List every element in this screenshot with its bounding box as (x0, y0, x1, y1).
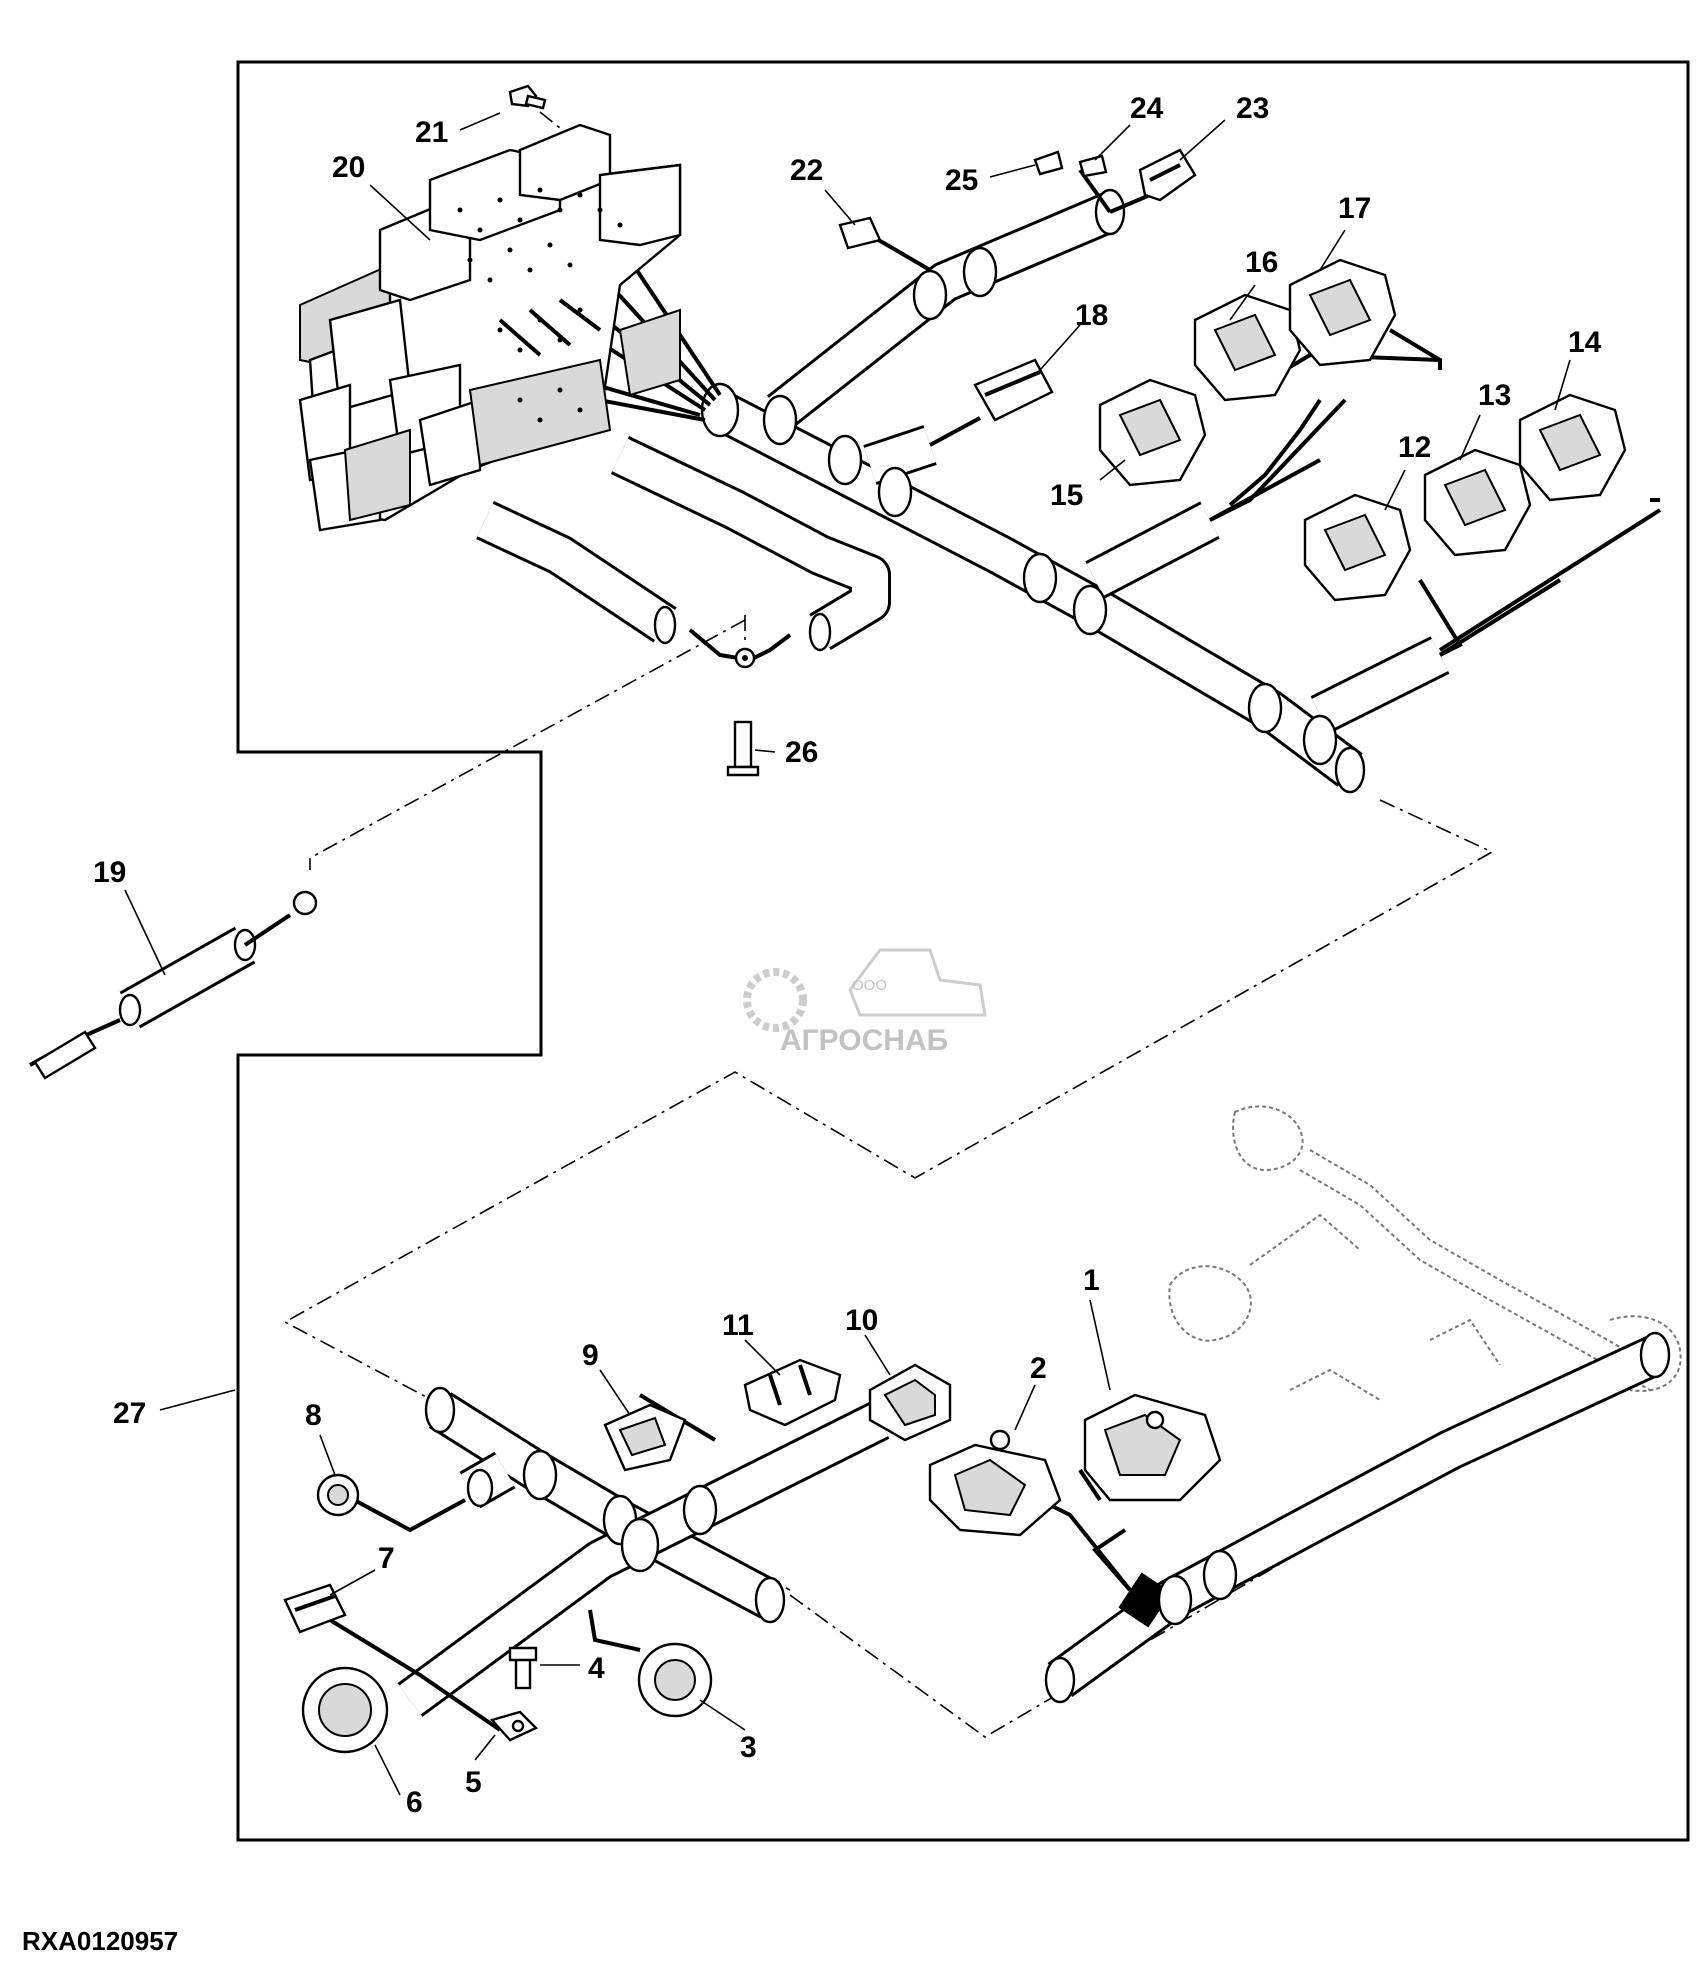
connector-8 (316, 1473, 360, 1517)
assembly-boundary (236, 60, 1690, 1842)
clip-5 (489, 1710, 539, 1742)
fuse-relay-block (298, 123, 682, 532)
callout-15: 15 (1050, 479, 1083, 512)
callout-22: 22 (790, 154, 823, 187)
connector-15 (1098, 378, 1207, 487)
bolt-26 (726, 720, 760, 777)
ground-lead-19 (29, 890, 318, 1080)
connector-16 (1193, 293, 1302, 402)
callout-25: 25 (945, 164, 978, 197)
terminal-24 (1078, 154, 1108, 178)
callout-26: 26 (785, 736, 818, 769)
connector-11 (743, 1358, 842, 1427)
connector-3 (637, 1642, 713, 1718)
connector-1 (1083, 1393, 1222, 1502)
callout-labels: 21 20 22 24 23 25 17 16 18 14 13 12 15 2… (93, 92, 1602, 1819)
connector-6 (301, 1666, 389, 1754)
connector-13 (1423, 448, 1532, 557)
connector-14 (1518, 393, 1627, 502)
connector-12 (1303, 493, 1412, 602)
callout-16: 16 (1245, 246, 1278, 279)
callout-5: 5 (465, 1766, 482, 1799)
leader-lines (124, 112, 1571, 1796)
callout-10: 10 (845, 1304, 878, 1337)
callout-2: 2 (1030, 1352, 1047, 1385)
callout-4: 4 (588, 1652, 605, 1685)
watermark-logo: ООО АГРОСНАБ (743, 948, 987, 1057)
connector-18 (973, 358, 1054, 422)
connector-22 (838, 216, 882, 250)
callout-17: 17 (1338, 192, 1371, 225)
connector-7 (283, 1583, 347, 1634)
callout-6: 6 (406, 1786, 423, 1819)
callout-19: 19 (93, 856, 126, 889)
callout-18: 18 (1075, 299, 1108, 332)
upper-harness (439, 168, 1662, 794)
connector-17 (1288, 258, 1397, 367)
connector-2 (928, 1429, 1062, 1537)
terminal-25 (1033, 150, 1064, 176)
callout-23: 23 (1236, 92, 1269, 125)
callout-3: 3 (740, 1731, 757, 1764)
watermark-prefix: ООО (852, 977, 887, 994)
callout-27: 27 (113, 1397, 146, 1430)
callout-14: 14 (1568, 326, 1602, 359)
phantom-harness (1168, 1105, 1682, 1401)
connector-9 (603, 1403, 687, 1472)
bolt-21 (508, 84, 547, 110)
callout-8: 8 (305, 1399, 322, 1432)
callout-9: 9 (582, 1339, 599, 1372)
callout-20: 20 (332, 151, 365, 184)
figure-id: RXA0120957 (22, 1926, 179, 1956)
watermark-brand: АГРОСНАБ (780, 1024, 948, 1057)
callout-12: 12 (1398, 431, 1431, 464)
callout-1: 1 (1083, 1264, 1100, 1297)
bolt-4 (508, 1646, 538, 1690)
lower-harness (328, 1331, 1671, 1732)
connector-10 (868, 1363, 952, 1442)
callout-7: 7 (378, 1542, 395, 1575)
callout-24: 24 (1130, 92, 1164, 125)
callout-11: 11 (722, 1309, 754, 1342)
callout-21: 21 (415, 116, 448, 149)
connector-23 (1138, 148, 1197, 202)
gear-tractor-logo-icon (743, 968, 807, 1032)
callout-13: 13 (1478, 379, 1511, 412)
